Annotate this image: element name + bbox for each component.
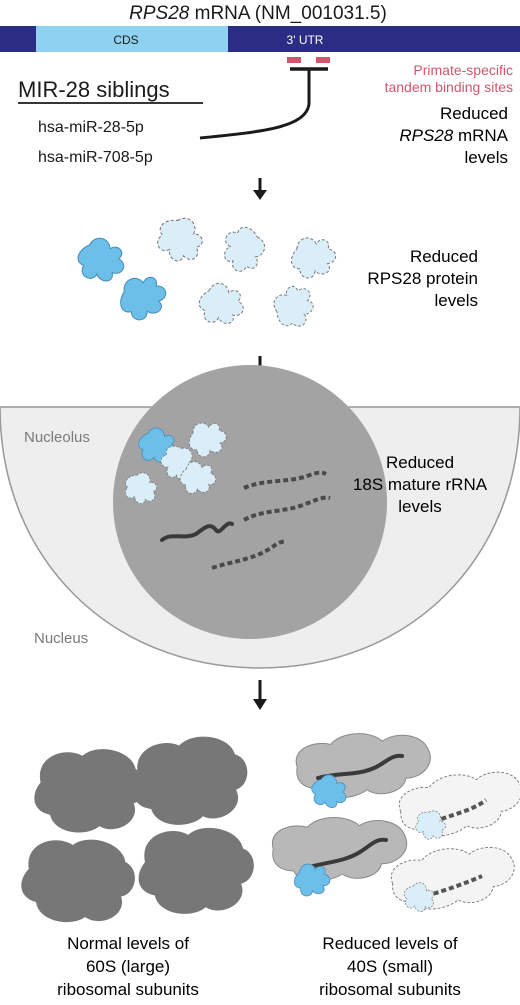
step1-line3: levels (465, 148, 508, 167)
rps28-protein-faded-2 (222, 225, 267, 274)
small-subunit-caption-1: Reduced levels of (322, 934, 457, 953)
small-subunit-faded-1 (393, 759, 520, 847)
large-subunit-caption-2: 60S (large) (86, 957, 170, 976)
binding-site-2 (316, 57, 330, 63)
precursor-rrna-3 (211, 539, 287, 570)
precursor-rrna-1 (243, 470, 327, 490)
precursor-rrna-2 (243, 495, 331, 522)
mrna-title-rest: mRNA (NM_001031.5) (189, 3, 386, 24)
step3-line2: 18S mature rRNA (353, 475, 488, 494)
small-subunit-1 (292, 723, 436, 812)
large-subunit-group (18, 732, 254, 927)
mir-28-label: hsa-miR-28-5p (38, 119, 144, 136)
small-subunit-caption-3: ribosomal subunits (319, 980, 461, 999)
rps28-protein-group (74, 207, 341, 335)
large-subunit-caption-3: ribosomal subunits (57, 980, 199, 999)
step2-line2: RPS28 protein (367, 269, 478, 288)
step1-line1: Reduced (440, 104, 508, 123)
down-arrow-1 (253, 178, 267, 200)
large-subunit-caption-1: Normal levels of (67, 934, 189, 953)
step2-line1: Reduced (410, 247, 478, 266)
step1-gene: RPS28 (399, 126, 453, 145)
binding-sites-line2: tandem binding sites (385, 79, 513, 95)
rps28-protein-faded-5 (265, 277, 321, 335)
binding-site-1 (287, 57, 301, 63)
rps28-protein-faded-3 (285, 231, 341, 282)
mrna-title: RPS28 mRNA (NM_001031.5) (129, 3, 387, 24)
large-subunit-2 (129, 732, 252, 829)
step1-line2-rest: mRNA (453, 126, 508, 145)
inhibition-line (199, 70, 311, 140)
step1-line2: RPS28 mRNA (399, 126, 508, 145)
large-subunit-3 (18, 834, 138, 927)
nucleolus (113, 365, 387, 639)
rps28-protein-faded-4 (197, 281, 246, 326)
rps28-protein-faded-1 (149, 207, 213, 271)
large-subunit-1 (34, 749, 147, 833)
down-arrow-3 (253, 680, 267, 710)
mir-708-label: hsa-miR-708-5p (38, 149, 153, 166)
rps28-protein-2 (111, 267, 173, 326)
small-subunit-2 (268, 809, 411, 899)
step2-line3: levels (435, 291, 478, 310)
mature-rrna-strand (160, 521, 234, 542)
large-subunit-4 (138, 827, 254, 914)
siblings-heading: MIR-28 siblings (18, 77, 170, 102)
utr-label: 3' UTR (287, 33, 324, 47)
rps28-protein-1 (74, 234, 129, 285)
mrna-gene-name: RPS28 (129, 3, 190, 24)
step3-line1: Reduced (386, 453, 454, 472)
cds-label: CDS (113, 33, 138, 47)
cds-region (36, 26, 228, 52)
small-subunit-caption-2: 40S (small) (347, 957, 433, 976)
nucleus-label: Nucleus (34, 630, 88, 647)
binding-sites-line1: Primate-specific (413, 62, 513, 78)
step3-line3: levels (398, 497, 441, 516)
small-subunit-group (268, 723, 520, 919)
nucleolus-label: Nucleolus (24, 429, 90, 446)
